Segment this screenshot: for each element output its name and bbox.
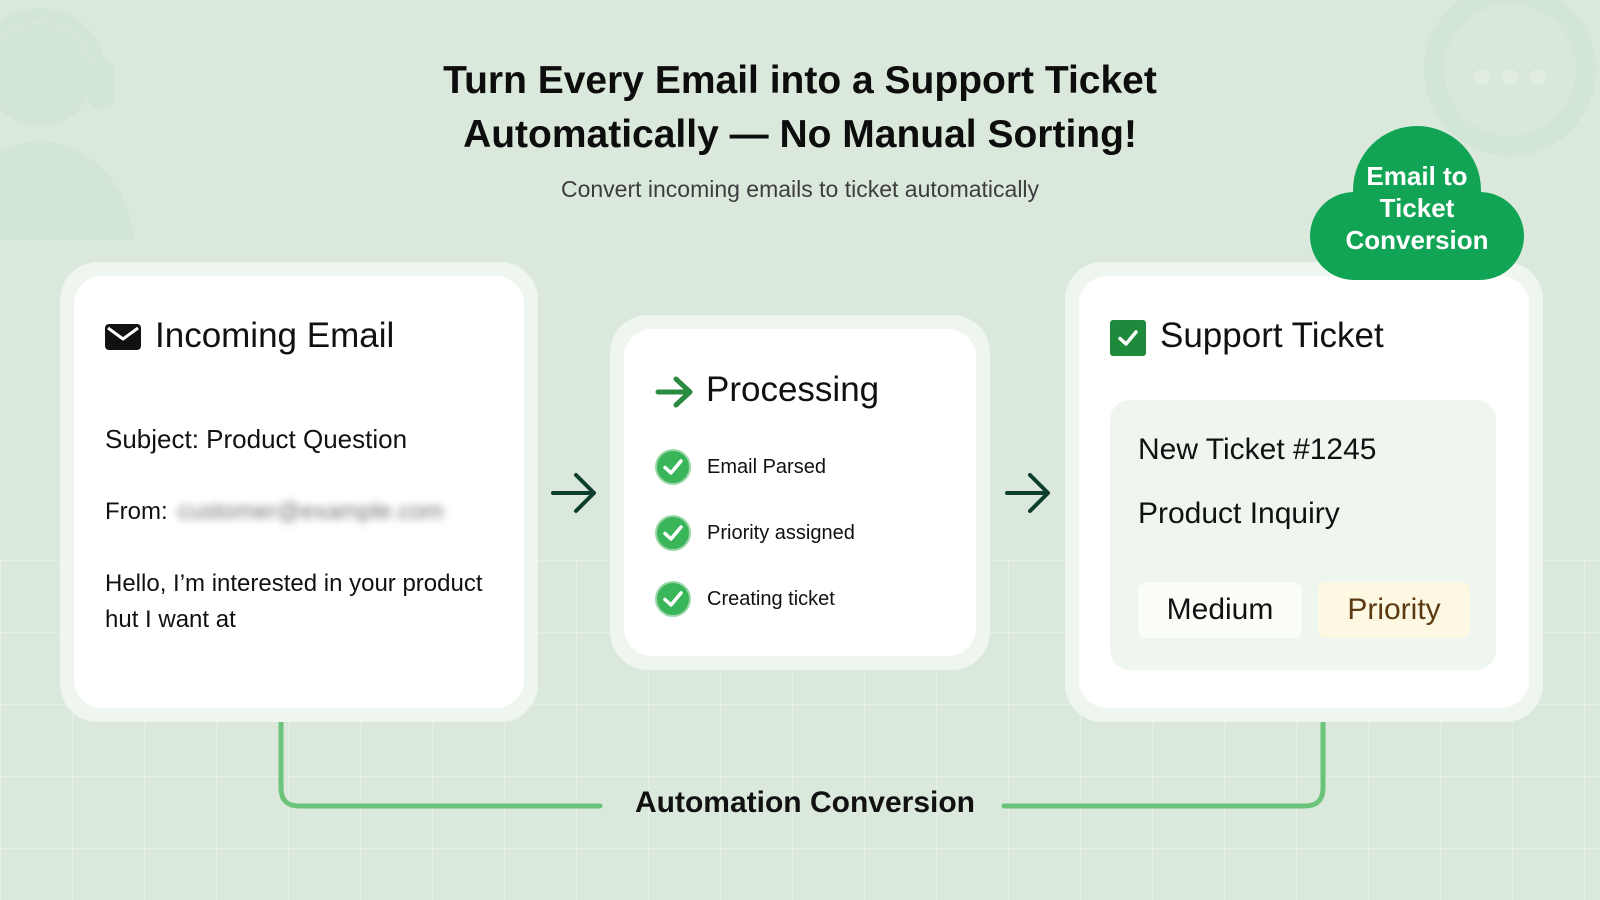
ticket-priority-chip: Priority xyxy=(1318,582,1470,638)
processing-step-label: Creating ticket xyxy=(707,587,835,610)
processing-step: Priority assigned xyxy=(655,515,855,551)
badge-line-3: Conversion xyxy=(1345,225,1489,255)
processing-step-label: Priority assigned xyxy=(707,521,855,544)
incoming-email-title: Incoming Email xyxy=(155,316,395,355)
conversion-badge-cloud xyxy=(1310,126,1524,280)
title-line-1: Turn Every Email into a Support Ticket xyxy=(443,59,1157,102)
ticket-category: Product Inquiry xyxy=(1138,497,1340,530)
page-subtitle: Convert incoming emails to ticket automa… xyxy=(560,176,1040,202)
email-from-address: customer@example.com xyxy=(178,498,444,525)
incoming-email-panel xyxy=(74,276,524,708)
arrow-right-icon xyxy=(655,376,693,408)
support-agent-icon xyxy=(0,8,135,240)
processing-step-label: Email Parsed xyxy=(707,455,826,478)
processing-title: Processing xyxy=(706,370,880,409)
check-circle-icon xyxy=(655,515,691,551)
ticket-level-chip: Medium xyxy=(1138,582,1302,638)
ticket-number: New Ticket #1245 xyxy=(1138,433,1377,466)
check-circle-icon xyxy=(655,449,691,485)
processing-step: Email Parsed xyxy=(655,449,826,485)
support-ticket-title: Support Ticket xyxy=(1160,316,1384,355)
email-subject: Subject: Product Question xyxy=(105,424,408,454)
conversion-badge-label: Email to Ticket Conversion xyxy=(1306,160,1528,256)
envelope-icon xyxy=(105,324,141,350)
email-body: Hello, I’m interested in your product hu… xyxy=(105,570,483,633)
chat-bubble-icon xyxy=(1424,0,1596,156)
page-title: Turn Every Email into a Support Ticket A… xyxy=(0,54,1600,162)
checkbox-checked-icon xyxy=(1110,320,1146,356)
flow-arrow-icon xyxy=(1005,473,1050,513)
email-from-label: From: xyxy=(105,498,168,525)
badge-line-2: Ticket xyxy=(1379,193,1455,223)
badge-line-1: Email to xyxy=(1366,161,1468,191)
flow-arrow-icon xyxy=(551,473,596,513)
title-line-2: Automatically — No Manual Sorting! xyxy=(463,113,1137,156)
automation-label: Automation Conversion xyxy=(634,786,975,819)
processing-step: Creating ticket xyxy=(655,581,835,617)
check-circle-icon xyxy=(655,581,691,617)
